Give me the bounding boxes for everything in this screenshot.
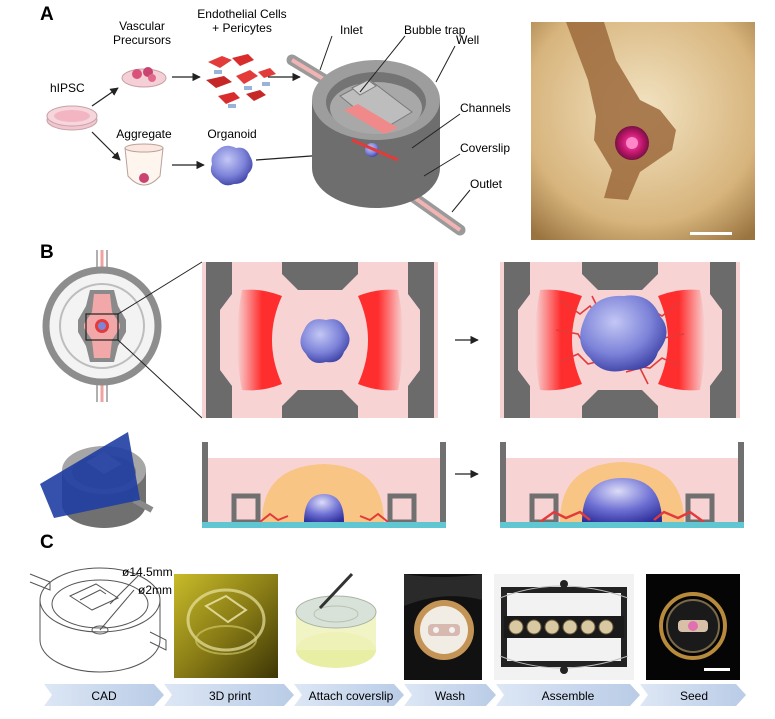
step-arrow-seed	[640, 684, 746, 706]
step-arrow-3d-print	[164, 684, 294, 706]
cross-section-after	[500, 442, 744, 528]
cross-section-before	[202, 442, 446, 528]
label-hipsc: hIPSC	[50, 81, 85, 95]
label-channels: Channels	[460, 101, 511, 115]
step-label-seed: Seed	[680, 689, 708, 703]
zoom-panel-after	[500, 262, 740, 418]
device-cross-section-view	[40, 432, 154, 528]
step-arrow-cad	[44, 684, 164, 706]
device-top-view	[42, 250, 162, 402]
process-steps: CAD 3D print Attach coverslip Wash Assem…	[44, 684, 746, 706]
label-inlet: Inlet	[340, 23, 363, 37]
dim-inner: ø2mm	[138, 583, 172, 597]
label-endothelial-2: + Pericytes	[212, 21, 272, 35]
step-arrow-assemble	[496, 684, 640, 706]
endothelial-cells	[206, 54, 276, 108]
label-aggregate: Aggregate	[116, 127, 172, 141]
hipsc-dish	[46, 105, 98, 131]
photo-3d-print	[174, 574, 278, 678]
photo-attach-coverslip	[295, 572, 377, 668]
label-vascular-2: Precursors	[113, 33, 171, 47]
label-vascular-1: Vascular	[119, 19, 165, 33]
panel-a-letter: A	[40, 4, 54, 25]
step-arrow-attach-coverslip	[294, 684, 404, 706]
step-label-cad: CAD	[91, 689, 117, 703]
label-organoid: Organoid	[207, 127, 256, 141]
panel-c-letter: C	[40, 532, 54, 553]
label-well: Well	[456, 33, 479, 47]
zoom-line-bottom	[117, 339, 203, 419]
zoom-line-top	[117, 261, 203, 315]
step-label-wash: Wash	[435, 689, 465, 703]
label-bubble-trap: Bubble trap	[404, 23, 466, 37]
step-arrow-wash	[404, 684, 496, 706]
photo-wash	[404, 574, 482, 680]
photo-seed	[646, 574, 740, 680]
device-photo	[531, 22, 755, 240]
label-endothelial-1: Endothelial Cells	[197, 7, 286, 21]
label-coverslip: Coverslip	[460, 141, 510, 155]
zoom-panel-before	[202, 262, 438, 418]
step-label-3d-print: 3D print	[209, 689, 252, 703]
vascular-precursors-dish	[121, 67, 167, 88]
photo-assemble	[494, 574, 634, 680]
dim-outer: ø14.5mm	[122, 565, 173, 579]
step-label-attach-coverslip: Attach coverslip	[309, 689, 394, 703]
organoid-icon	[210, 145, 253, 186]
aggregate-tube	[124, 143, 164, 186]
device-3d	[286, 54, 466, 236]
step-label-assemble: Assemble	[542, 689, 595, 703]
panel-b-letter: B	[40, 242, 54, 263]
cad-drawing	[29, 567, 167, 673]
device-callouts	[319, 35, 471, 213]
label-outlet: Outlet	[470, 177, 503, 191]
